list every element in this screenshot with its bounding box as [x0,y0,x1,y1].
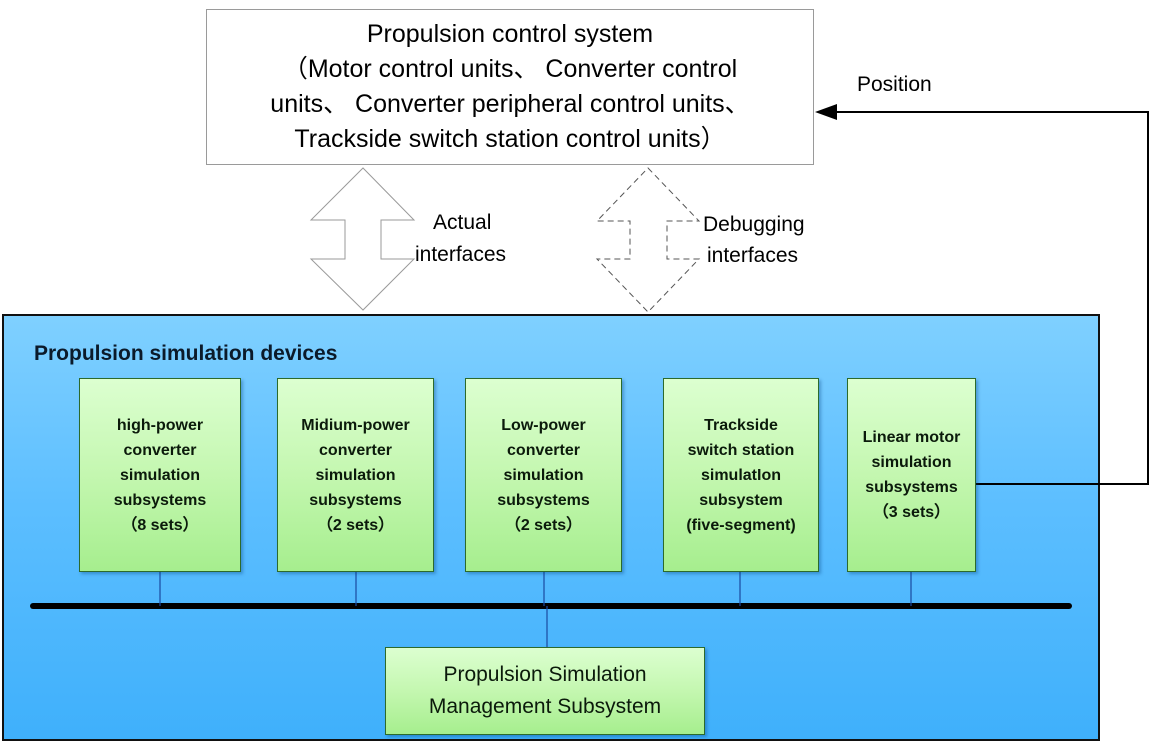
control-system-units-line-3: Trackside switch station control units） [294,125,726,153]
subsystem-label: high-power converter simulation subsyste… [113,416,207,534]
control-system-units-line-2: units、 Converter peripheral control unit… [270,90,750,118]
subsystem-label: Trackside switch station simulatIon subs… [686,416,796,534]
control-system-title: Propulsion control system [366,20,654,48]
subsystem-medium-power-converter: Midium-power converter simulation subsys… [277,378,434,572]
position-label: Position [857,73,932,96]
management-subsystem-label: Propulsion Simulation Management Subsyst… [428,663,662,718]
subsystem-linear-motor: Linear motor simulation subsystems （3 se… [847,378,976,572]
subsystem-trackside-switch-station: Trackside switch station simulatIon subs… [663,378,819,572]
propulsion-simulation-management-subsystem: Propulsion Simulation Management Subsyst… [385,647,705,735]
actual-interfaces-label-line-2: interfaces [415,243,507,266]
subsystem-label: Linear motor simulation subsystems （3 se… [862,429,961,521]
debugging-interfaces-label-line-2: interfaces [707,244,799,267]
subsystem-label: Low-power converter simulation subsystem… [497,416,590,534]
simulation-devices-title: Propulsion simulation devices [34,342,338,365]
debugging-interfaces-arrow [595,167,701,313]
subsystem-low-power-converter: Low-power converter simulation subsystem… [465,378,622,572]
position-arrowhead-icon [815,104,837,120]
control-system-units-line-1: （Motor control units、 Converter control [282,55,738,83]
actual-interfaces-arrow [309,167,416,311]
propulsion-control-system-box: Propulsion control system （Motor control… [206,9,814,165]
debugging-interfaces-label-line-1: Debugging [703,213,805,236]
actual-interfaces-label-line-1: Actual [433,211,492,234]
subsystem-high-power-converter: high-power converter simulation subsyste… [79,378,241,572]
subsystem-label: Midium-power converter simulation subsys… [301,416,410,534]
position-feedback-line [832,111,1149,485]
